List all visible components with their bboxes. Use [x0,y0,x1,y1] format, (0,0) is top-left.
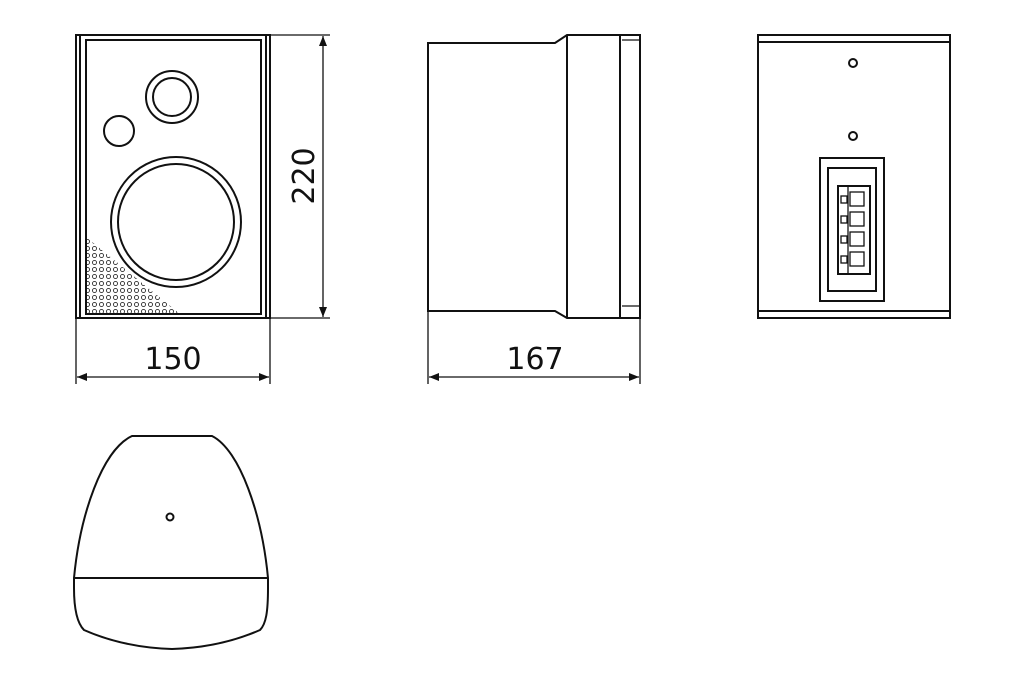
terminal-clip [840,255,848,264]
perforated-grille [86,237,180,314]
mounting-hole-top [848,58,858,68]
top-mounting-hole [165,512,175,522]
tweeter-outer-ring [145,70,199,124]
mounting-hole-lower [848,131,858,141]
side-body-outline [427,34,641,319]
height-dimension: 220 [270,34,330,319]
top-view [73,435,269,651]
height-label: 220 [287,147,322,204]
terminal-clip [840,215,848,224]
terminal-connectors [840,191,865,267]
front-view [75,34,271,319]
terminal-connector [849,211,865,227]
depth-dimension: 167 [427,311,641,384]
terminal-connector [849,191,865,207]
side-depth-label: 167 [506,342,563,377]
terminal-plate-inner [827,167,877,292]
front-outer-frame [75,34,271,319]
top-body-outline [73,435,269,651]
front-width-label: 150 [144,342,201,377]
terminal-plate [819,157,885,302]
terminal-clip [840,235,848,244]
bass-port [103,115,135,147]
woofer-outer-ring [110,156,242,288]
terminal-connector [849,251,865,267]
woofer [117,163,235,281]
terminal-connector [849,231,865,247]
terminal-clip [840,195,848,204]
side-view [427,34,641,319]
terminal-block [837,185,871,275]
tweeter [152,77,192,117]
rear-view [757,34,951,319]
rear-outer-frame [757,34,951,319]
front-width-dimension: 150 [75,318,271,384]
